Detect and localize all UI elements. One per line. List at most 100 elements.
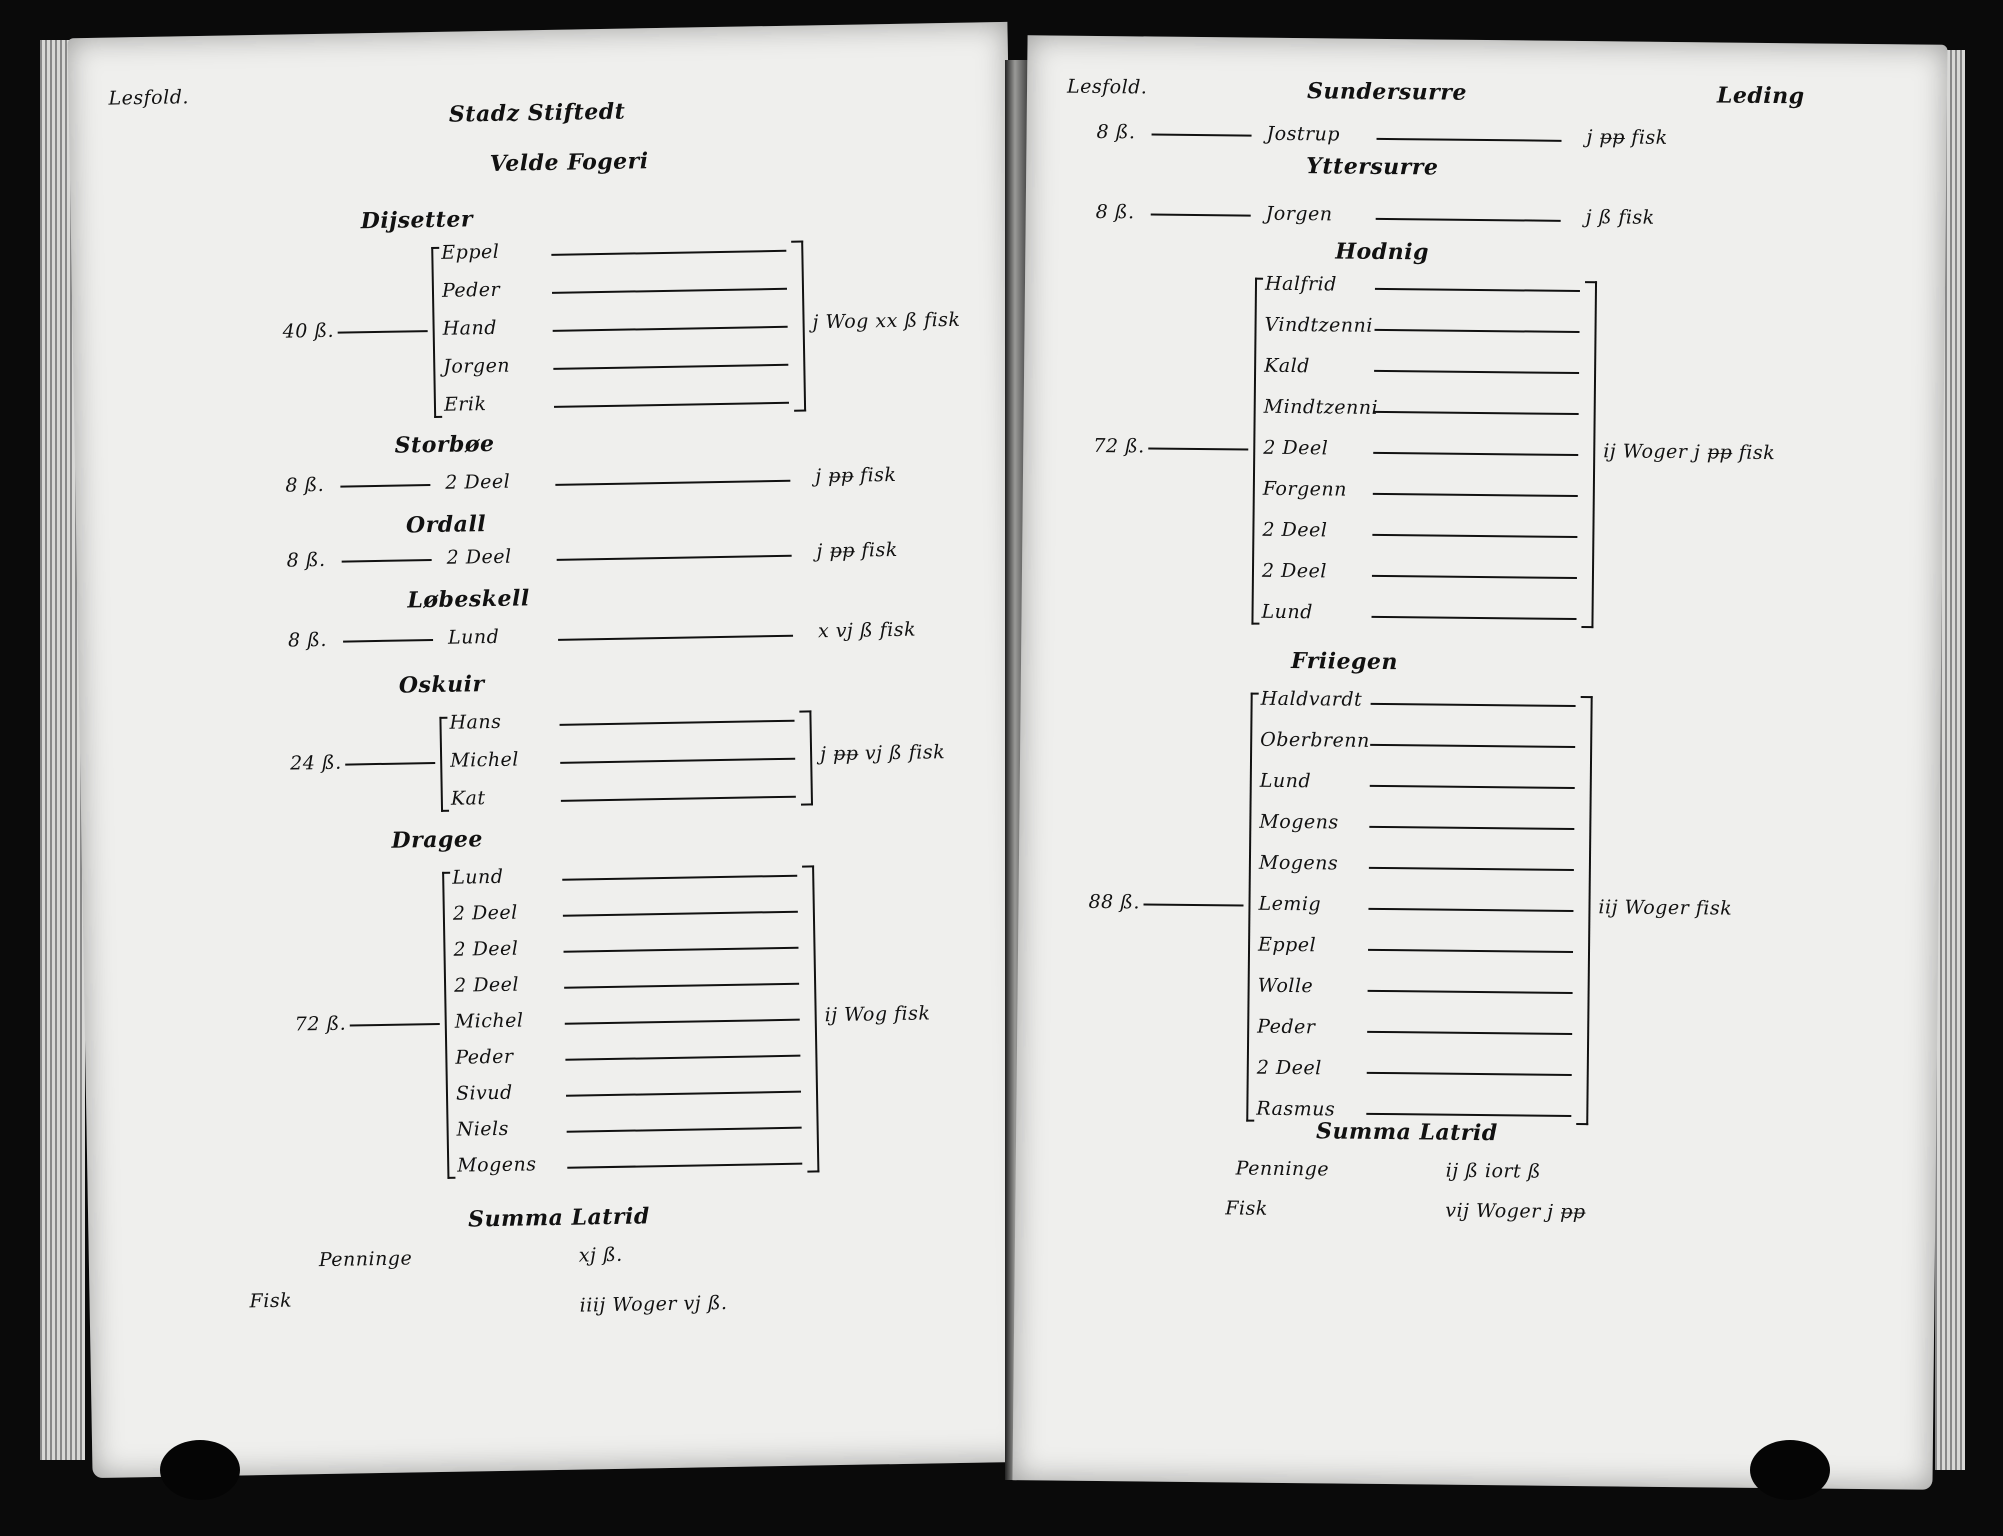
right-group-result: j ᵽᵽ fisk <box>1586 126 1668 149</box>
right-item-line <box>1367 1030 1573 1035</box>
left-group-name: Dragee <box>391 826 484 854</box>
left-item: Peder <box>455 1045 514 1069</box>
left-amount-line <box>349 1022 440 1027</box>
right-item-line <box>1371 615 1577 621</box>
right-item-line <box>1368 866 1574 871</box>
right-summa-penninge: Penninge <box>1235 1157 1330 1181</box>
left-amount-line <box>341 559 432 563</box>
right-item-line <box>1369 784 1575 789</box>
right-heading-leding: Leding <box>1716 82 1805 110</box>
binding-hole-right <box>1750 1440 1830 1500</box>
right-item: Eppel <box>1257 933 1317 957</box>
right-margin-note: Lesfold. <box>1066 75 1148 99</box>
right-group-result: iij Woger fisk <box>1598 896 1733 920</box>
left-item: Sivud <box>455 1081 513 1105</box>
left-item-line <box>559 719 795 726</box>
left-item-line <box>552 287 788 294</box>
left-group-amount: 40 ß. <box>282 319 335 343</box>
right-group-amount: 8 ß. <box>1096 120 1136 144</box>
left-item-line <box>565 1054 801 1061</box>
right-item: Haldvardt <box>1260 687 1363 711</box>
right-item-line <box>1374 328 1580 334</box>
left-item: Jorgen <box>443 354 511 378</box>
left-sum-brace <box>799 710 814 806</box>
right-item-line <box>1367 989 1573 994</box>
left-heading2: Velde Fogeri <box>489 148 649 177</box>
left-group-amount: 8 ß. <box>286 548 326 572</box>
right-item: Forgenn <box>1262 477 1348 501</box>
right-group-name: Hodnig <box>1335 238 1430 266</box>
left-group-result: ij Wog fisk <box>824 1002 931 1027</box>
left-group-result: j ᵽᵽ fisk <box>815 463 897 488</box>
left-summa-penninge-value: xj ß. <box>578 1243 623 1267</box>
left-group-result: x vj ß fisk <box>817 618 917 643</box>
left-summa-penninge: Penninge <box>318 1247 413 1272</box>
right-amount-line <box>1148 447 1249 451</box>
left-group-name: Storbøe <box>394 430 495 459</box>
left-group-result: j ᵽᵽ fisk <box>816 538 898 563</box>
left-item: Erik <box>443 393 487 416</box>
right-item-line <box>1370 743 1576 748</box>
left-item: Peder <box>441 278 501 302</box>
right-sum-brace <box>1576 696 1593 1126</box>
left-summa: Summa Latrid <box>467 1203 650 1233</box>
left-item: 2 Deel <box>446 545 512 569</box>
left-item: Hand <box>442 316 498 340</box>
right-item: Mogens <box>1258 851 1339 875</box>
left-item-line <box>564 1018 800 1025</box>
left-item-line <box>566 1090 802 1097</box>
left-group-result: j ᵽᵽ vj ß fisk <box>819 741 946 766</box>
left-amount-line <box>340 484 431 488</box>
right-item: 2 Deel <box>1256 1056 1322 1080</box>
left-item-brace <box>439 716 450 812</box>
right-item: Lund <box>1261 600 1313 624</box>
right-item: Mindtzenni <box>1263 395 1379 419</box>
left-item-line <box>562 874 798 881</box>
binding-hole-left <box>160 1440 240 1500</box>
right-group-amount: 72 ß. <box>1093 434 1145 458</box>
right-item: Kald <box>1264 354 1311 378</box>
right-group-name: Yttersurre <box>1306 153 1439 181</box>
right-group-result: ij Woger j ᵽᵽ fisk <box>1603 440 1776 465</box>
left-item-line <box>566 1126 802 1133</box>
left-group-amount: 24 ß. <box>290 751 342 775</box>
left-item-line <box>564 982 800 989</box>
right-item: Lemig <box>1258 892 1322 916</box>
right-group-amount: 88 ß. <box>1088 890 1141 914</box>
left-sum-brace <box>802 865 820 1173</box>
right-amount-line <box>1151 133 1252 137</box>
left-item-line <box>563 946 799 953</box>
left-item: Mogens <box>457 1153 537 1177</box>
right-summa-penninge-value: ij ß iort ß <box>1445 1159 1542 1183</box>
right-item-line <box>1368 948 1574 953</box>
left-item: Niels <box>456 1117 510 1141</box>
left-sum-brace <box>791 240 807 412</box>
left-item: Michel <box>449 748 520 772</box>
right-item: Jorgen <box>1265 202 1333 226</box>
left-group-name: Ordall <box>405 511 487 539</box>
left-page: Lesfold. Stadz Stiftedt Velde Fogeri Dij… <box>67 21 1033 1479</box>
left-item: 2 Deel <box>453 937 519 961</box>
left-item: Lund <box>447 625 500 649</box>
left-item-line <box>552 325 788 332</box>
left-item: Lund <box>452 865 504 889</box>
left-group-name: Løbeskell <box>407 585 530 614</box>
right-heading: Sundersurre <box>1306 78 1468 106</box>
right-item-line <box>1369 825 1575 830</box>
right-item: Oberbrenn <box>1260 728 1370 752</box>
right-item-line <box>1371 574 1577 580</box>
left-item-line <box>551 249 787 256</box>
left-item-line <box>560 757 796 764</box>
right-item: Jostrup <box>1266 122 1341 146</box>
right-amount-line <box>1143 903 1244 907</box>
left-amount-line <box>343 639 434 643</box>
left-item-line <box>553 401 789 408</box>
right-page: Lesfold. Sundersurre Leding 8 ß. Jostrup j… <box>1012 35 1948 1490</box>
right-item: Wolle <box>1257 974 1314 998</box>
right-item: Rasmus <box>1256 1097 1336 1121</box>
right-item-line <box>1373 410 1579 416</box>
right-group-amount: 8 ß. <box>1095 200 1135 224</box>
right-item: 2 Deel <box>1261 559 1328 583</box>
